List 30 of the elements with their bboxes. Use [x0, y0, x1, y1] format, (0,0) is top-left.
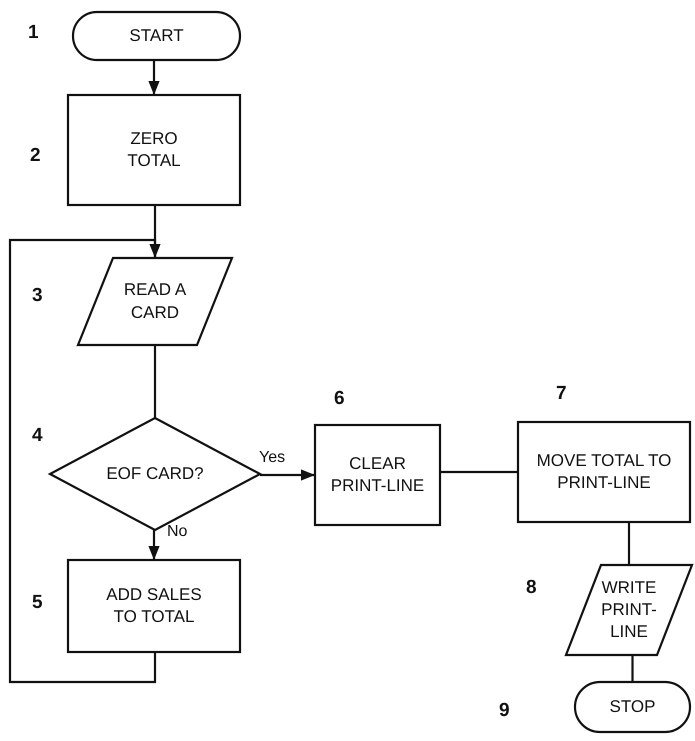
node-label: ADD SALES TO TOTAL: [105, 584, 203, 628]
node-label: START: [129, 24, 184, 47]
step-number: 1: [28, 22, 39, 44]
step-number: 9: [499, 700, 510, 722]
step-number: 6: [334, 388, 345, 410]
flow-arrow: [8, 238, 161, 684]
node-label: WRITE PRINT- LINE: [600, 576, 658, 644]
process-box: [315, 425, 440, 525]
flow-arrow: [148, 60, 160, 95]
flow-arrow: [148, 530, 160, 560]
step-number: 2: [30, 145, 41, 167]
node-label: CLEAR PRINT-LINE: [330, 452, 426, 497]
node-label: EOF CARD?: [106, 462, 204, 485]
input-output-shape: [78, 258, 232, 345]
step-number: 8: [526, 577, 537, 599]
terminal-shape: [73, 12, 240, 60]
node-label: ZERO TOTAL: [126, 128, 182, 172]
process-box: [518, 422, 690, 522]
step-number: 3: [32, 285, 43, 307]
step-number: 4: [32, 425, 43, 447]
input-output-shape: [566, 565, 692, 655]
node-label: STOP: [610, 696, 656, 718]
process-box: [68, 95, 240, 205]
node-label: READ A CARD: [122, 279, 188, 324]
flow-arrow: [260, 469, 315, 481]
step-number: 7: [556, 383, 567, 405]
node-label: MOVE TOTAL TO PRINT-LINE: [536, 450, 672, 494]
process-box: [68, 560, 240, 652]
terminal-shape: [575, 682, 690, 732]
step-number: 5: [32, 592, 43, 614]
